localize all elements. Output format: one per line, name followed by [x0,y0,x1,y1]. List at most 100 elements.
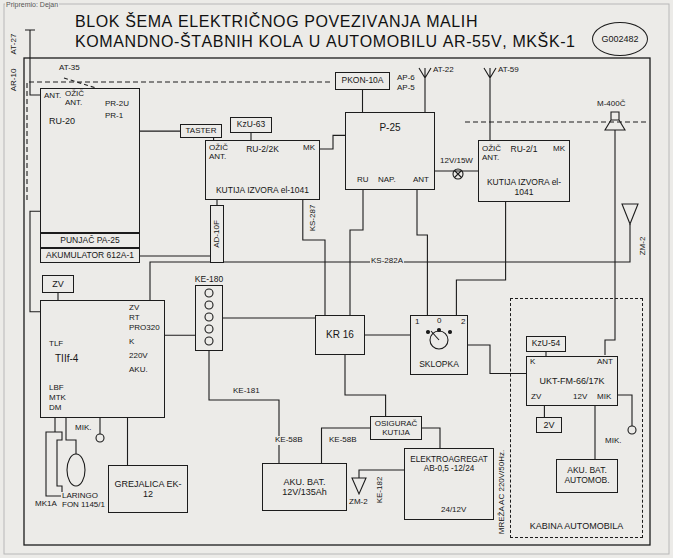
lamp-label: 12V/15W [439,157,474,166]
pin-label: ZV [128,304,140,313]
wire-connector [223,317,315,318]
microphone-symbol [628,426,636,434]
node-text: KABINA AUTOMOBILA [530,521,623,531]
mains-label: MREŽA AC 220V/50Hz. [498,449,507,535]
wire-connector [544,406,545,417]
node-text: PUNJAČ PA-25 [60,236,119,246]
pin-label: PR-2U [104,100,130,109]
node-text: TASTER [186,126,217,135]
wire-connector [322,428,371,463]
ground-label: ZM-2 [639,236,648,257]
pin-label: 220V [128,352,149,361]
pin-label: MTK [48,394,67,403]
wire-connector [250,133,251,140]
microphone-symbol [96,434,104,442]
device-box: KzU-54 [526,336,566,352]
wire-connector [435,170,478,171]
node-text: ELEKTROAGREGAT AB-0,5 -12/24 [409,455,489,474]
stamp-circle: G002482 [592,22,648,56]
antenna-label: AP-6 [396,74,416,83]
pin-label: ANT [412,176,430,185]
antenna-symbol [484,68,496,140]
lead-wire [99,418,100,434]
wire-connector [127,418,128,465]
wire-connector [362,90,363,112]
antenna-symbol [419,68,431,112]
wire-connector [468,345,526,374]
node-text: TIIf-4 [55,353,78,365]
laryngophone-symbol [67,454,85,486]
ground-symbol [622,204,638,224]
wire-connector [365,334,410,335]
cable-label: KE-58B [328,436,358,445]
frame [24,58,650,545]
wire-connector [345,355,386,416]
terminal-symbol [205,337,213,345]
device-box: AKU. BAT. AUTOMOB. [556,459,618,493]
pin-label: NAP. [377,176,397,185]
ground-label: ZM-2 [348,498,369,507]
microphone-label: MIK. [604,437,622,446]
pin-label: ANT. [43,92,62,101]
node-text: AD-10F [212,220,221,248]
pin-label: K [529,358,536,367]
page-border [4,4,669,554]
lead-wire [140,255,210,256]
voltage-label: 24/12V [440,506,467,515]
wire-connector [350,190,363,315]
device-box: KzU-63 [230,117,272,133]
cable-label: KS-282A [370,257,404,266]
pin-label: PR-1 [104,112,124,121]
switch-contact [427,331,430,334]
pin-label: MIK [596,393,612,402]
node-text: RU-2/2K [246,145,279,155]
switch-symbol [430,331,448,349]
wiring [25,30,646,496]
antenna-label: AR-10 [10,68,19,93]
pin-label: 12V [572,393,588,402]
device-box: PUNJAČ PA-25 [40,233,140,248]
antenna-label: AT-35 [58,64,81,73]
antenna-label: AP-5 [396,84,416,93]
pin-label: K [128,338,135,347]
pin-label: ZV [530,393,542,402]
pin-label: RU [356,176,370,185]
node-text: KUTIJA IZVORA el-1041 [216,186,309,196]
pin-label: OŽIČ ANT. [64,90,92,108]
speaker-symbol [605,112,625,355]
wire-connector [320,135,345,149]
node-text: 2V [543,420,554,430]
wire-connector [165,335,195,336]
wire-connector [456,202,505,315]
pin-label: DM [48,404,62,413]
node-text: P-25 [379,122,400,134]
device-box: TASTER [180,124,222,138]
switch-contact [438,329,441,332]
wire-connector [57,293,58,300]
node-text: AKU. BAT. 12V/135Ah [266,477,343,498]
switch-symbol [431,331,439,340]
cabin-region: KABINA AUTOMOBILAKzU-54UKT-FM-66/17K2VAK… [510,298,643,538]
device-box: AD-10F [210,205,224,263]
terminal-strip: KE-180 [195,285,223,351]
wire-connector [417,190,427,315]
pin-label: TLF [48,340,64,349]
cable-label: KS-287 [309,204,318,233]
device-box: KR 16 [315,315,365,355]
antenna-label: AT-27 [10,33,19,56]
antenna-label: AT-22 [432,66,455,75]
node-text: AKU. BAT. AUTOMOB. [560,466,614,486]
wire-connector [422,428,440,448]
handset-label: MK1A [34,500,58,509]
node-text: RU-2/1 [511,145,538,155]
antenna-lead [64,78,96,88]
pin-label: OŽIČ ANT. [481,145,507,163]
device-box: AKUMULATOR 612A-1 [40,248,140,263]
pin-label: RT [128,314,141,323]
node-text: OSIGURAČ KUTIJA [373,419,419,437]
node-text: KzU-63 [237,120,265,130]
terminal-symbol [205,289,213,297]
device-box: OSIGURAČ KUTIJA [370,416,422,440]
pin-label: MK [552,145,566,154]
